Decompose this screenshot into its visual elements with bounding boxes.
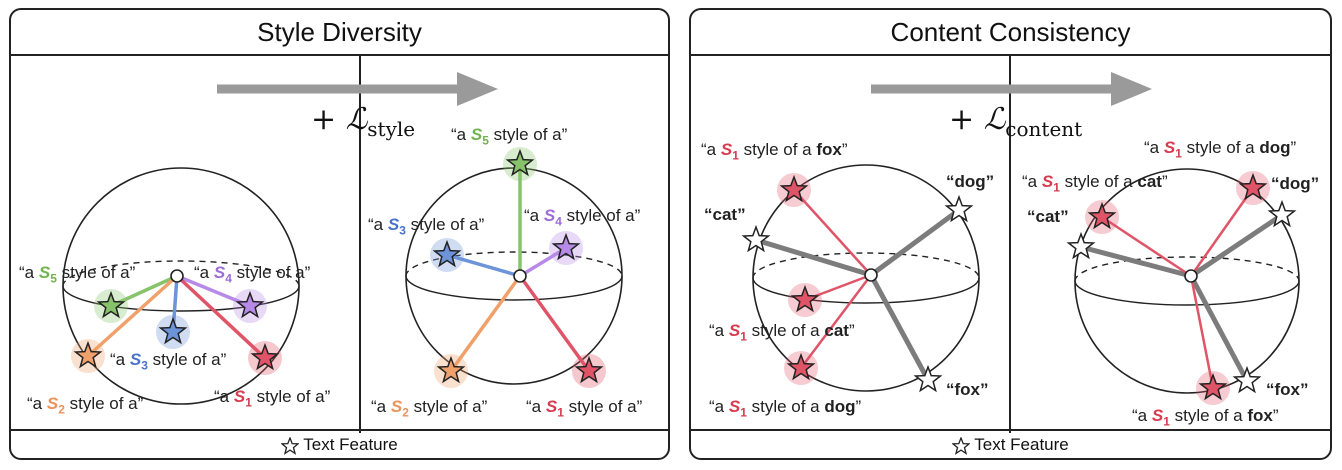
star-icon [505,148,535,177]
panel-footer: Text Feature [11,429,668,458]
star-icon [551,232,581,261]
label-dog-after: “a S1 style of a dog” [1144,138,1297,161]
label-s4-after: “a S4 style of a” [524,206,641,229]
label-s5-before: “a S5 style of a” [19,263,136,286]
content-consistency-panel: Content Consistency [689,8,1332,460]
label-s3-after: “a S3 style of a” [368,215,485,238]
style-loss-label: + ℒstyle [311,102,416,141]
star-icon [158,316,188,345]
label-dog-before: “a S1 style of a dog” [709,397,862,420]
panel-footer: Text Feature [691,429,1330,458]
star-outline-icon [1267,199,1297,228]
star-outline-icon [1232,365,1262,394]
origin-point [864,268,878,282]
label-s2-before: “a S2 style of a” [27,394,144,417]
origin-point [513,269,527,283]
origin-point [170,269,184,283]
star-icon [432,239,462,268]
star-outline-icon [952,436,971,455]
label-dog-word-after: “dog” [1271,174,1320,193]
label-cat-before: “a S1 style of a cat” [709,321,855,344]
sphere-before [62,167,300,405]
style-diversity-panel: Style Diversity [9,8,670,460]
label-s3-before: “a S3 style of a” [110,350,227,373]
label-fox-word-after: “fox” [1266,380,1309,399]
star-icon [1198,372,1228,401]
label-dog-word-before: “dog” [946,172,995,191]
star-icon [1238,172,1268,201]
star-outline-icon [944,194,974,223]
label-fox-before: “a S1 style of a fox” [701,140,848,163]
star-icon [786,352,816,381]
star-icon [779,174,809,203]
star-outline-icon [1066,231,1096,260]
star-icon [790,284,820,313]
star-outline-icon [913,364,943,393]
label-fox-word-before: “fox” [946,380,989,399]
content-consistency-diagram [741,55,1300,433]
star-icon [250,342,280,371]
star-icon [1087,201,1117,230]
sphere-after [405,147,623,388]
label-s1-after: “a S1 style of a” [526,397,643,420]
footer-label: Text Feature [303,435,398,454]
label-s2-after: “a S2 style of a” [371,397,488,420]
label-cat-after: “a S1 style of a cat” [1022,172,1168,195]
label-s5-after: “a S5 style of a” [451,125,568,148]
sphere-after [1066,168,1300,405]
footer-label: Text Feature [974,435,1069,454]
label-s1-before: “a S1 style of a” [214,387,331,410]
transform-arrow [871,72,1152,106]
star-icon [436,355,466,384]
star-icon [235,290,265,319]
star-icon [574,355,604,384]
star-outline-icon [741,224,771,253]
star-outline-icon [281,436,300,455]
content-loss-label: + ℒcontent [949,102,1083,141]
label-cat-word-after: “cat” [1027,207,1069,226]
label-s4-before: “a S4 style of a” [194,263,311,286]
style-diversity-diagram [62,55,623,433]
label-fox-after: “a S1 style of a fox” [1132,406,1279,429]
transform-arrow [217,72,498,106]
origin-point [1184,269,1198,283]
star-icon [73,340,103,369]
label-cat-word-before: “cat” [704,205,746,224]
sphere-before [741,164,980,393]
panel-title: Style Diversity [11,10,668,56]
star-icon [96,290,126,319]
